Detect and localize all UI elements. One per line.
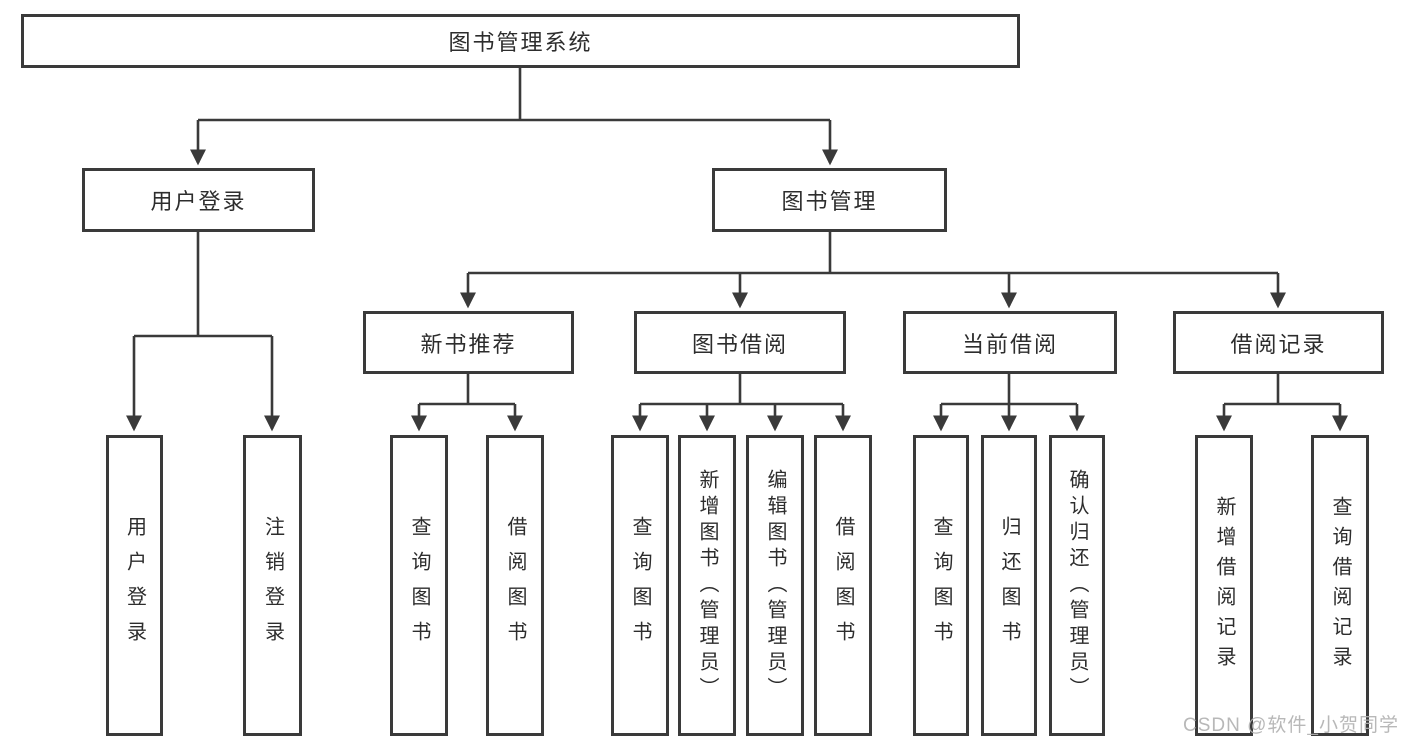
node-user-login-group-label: 用户登录 <box>150 189 247 214</box>
node-book-mgmt-group: 图书管理 <box>712 168 947 232</box>
node-leaf-bb-borrow-books-label: 借阅图书 <box>832 515 854 656</box>
node-current-borrow: 当前借阅 <box>903 311 1117 374</box>
node-leaf-bb-add-books-label: 新增图书（管理员） <box>696 468 718 703</box>
node-leaf-cb-return-books-label: 归还图书 <box>998 515 1020 656</box>
node-leaf-user-login-label: 用户登录 <box>123 515 146 656</box>
node-leaf-br-add-record-label: 新增借阅记录 <box>1213 495 1235 676</box>
node-leaf-bb-query-books: 查询图书 <box>611 435 669 736</box>
node-leaf-bb-edit-books: 编辑图书（管理员） <box>746 435 804 736</box>
node-leaf-br-add-record: 新增借阅记录 <box>1195 435 1253 736</box>
node-new-book-recommend: 新书推荐 <box>363 311 574 374</box>
node-leaf-br-query-record-label: 查询借阅记录 <box>1329 495 1351 676</box>
watermark: CSDN @软件_小贺同学 <box>1183 715 1399 736</box>
node-borrow-records: 借阅记录 <box>1173 311 1384 374</box>
node-leaf-cb-confirm-return: 确认归还（管理员） <box>1049 435 1105 736</box>
node-leaf-logout-label: 注销登录 <box>261 515 284 656</box>
node-leaf-bb-borrow-books: 借阅图书 <box>814 435 872 736</box>
node-leaf-nbr-borrow-books: 借阅图书 <box>486 435 544 736</box>
node-leaf-logout: 注销登录 <box>243 435 302 736</box>
node-root-label: 图书管理系统 <box>448 30 593 55</box>
node-user-login-group: 用户登录 <box>82 168 315 232</box>
node-leaf-bb-edit-books-label: 编辑图书（管理员） <box>764 468 786 703</box>
node-leaf-cb-query-books-label: 查询图书 <box>930 515 952 656</box>
node-book-borrow-label: 图书借阅 <box>691 331 788 357</box>
node-current-borrow-label: 当前借阅 <box>961 331 1058 357</box>
node-leaf-nbr-query-books: 查询图书 <box>390 435 448 736</box>
node-book-borrow: 图书借阅 <box>634 311 846 374</box>
node-leaf-cb-confirm-return-label: 确认归还（管理员） <box>1066 468 1088 703</box>
node-leaf-user-login: 用户登录 <box>106 435 163 736</box>
node-leaf-br-query-record: 查询借阅记录 <box>1311 435 1369 736</box>
node-leaf-cb-return-books: 归还图书 <box>981 435 1037 736</box>
node-leaf-nbr-query-books-label: 查询图书 <box>408 515 430 656</box>
node-root: 图书管理系统 <box>21 14 1020 68</box>
node-book-mgmt-group-label: 图书管理 <box>781 189 878 214</box>
node-new-book-recommend-label: 新书推荐 <box>420 331 517 357</box>
node-leaf-bb-add-books: 新增图书（管理员） <box>678 435 736 736</box>
node-leaf-nbr-borrow-books-label: 借阅图书 <box>504 515 526 656</box>
node-leaf-cb-query-books: 查询图书 <box>913 435 969 736</box>
node-borrow-records-label: 借阅记录 <box>1230 331 1327 357</box>
node-leaf-bb-query-books-label: 查询图书 <box>629 515 651 656</box>
